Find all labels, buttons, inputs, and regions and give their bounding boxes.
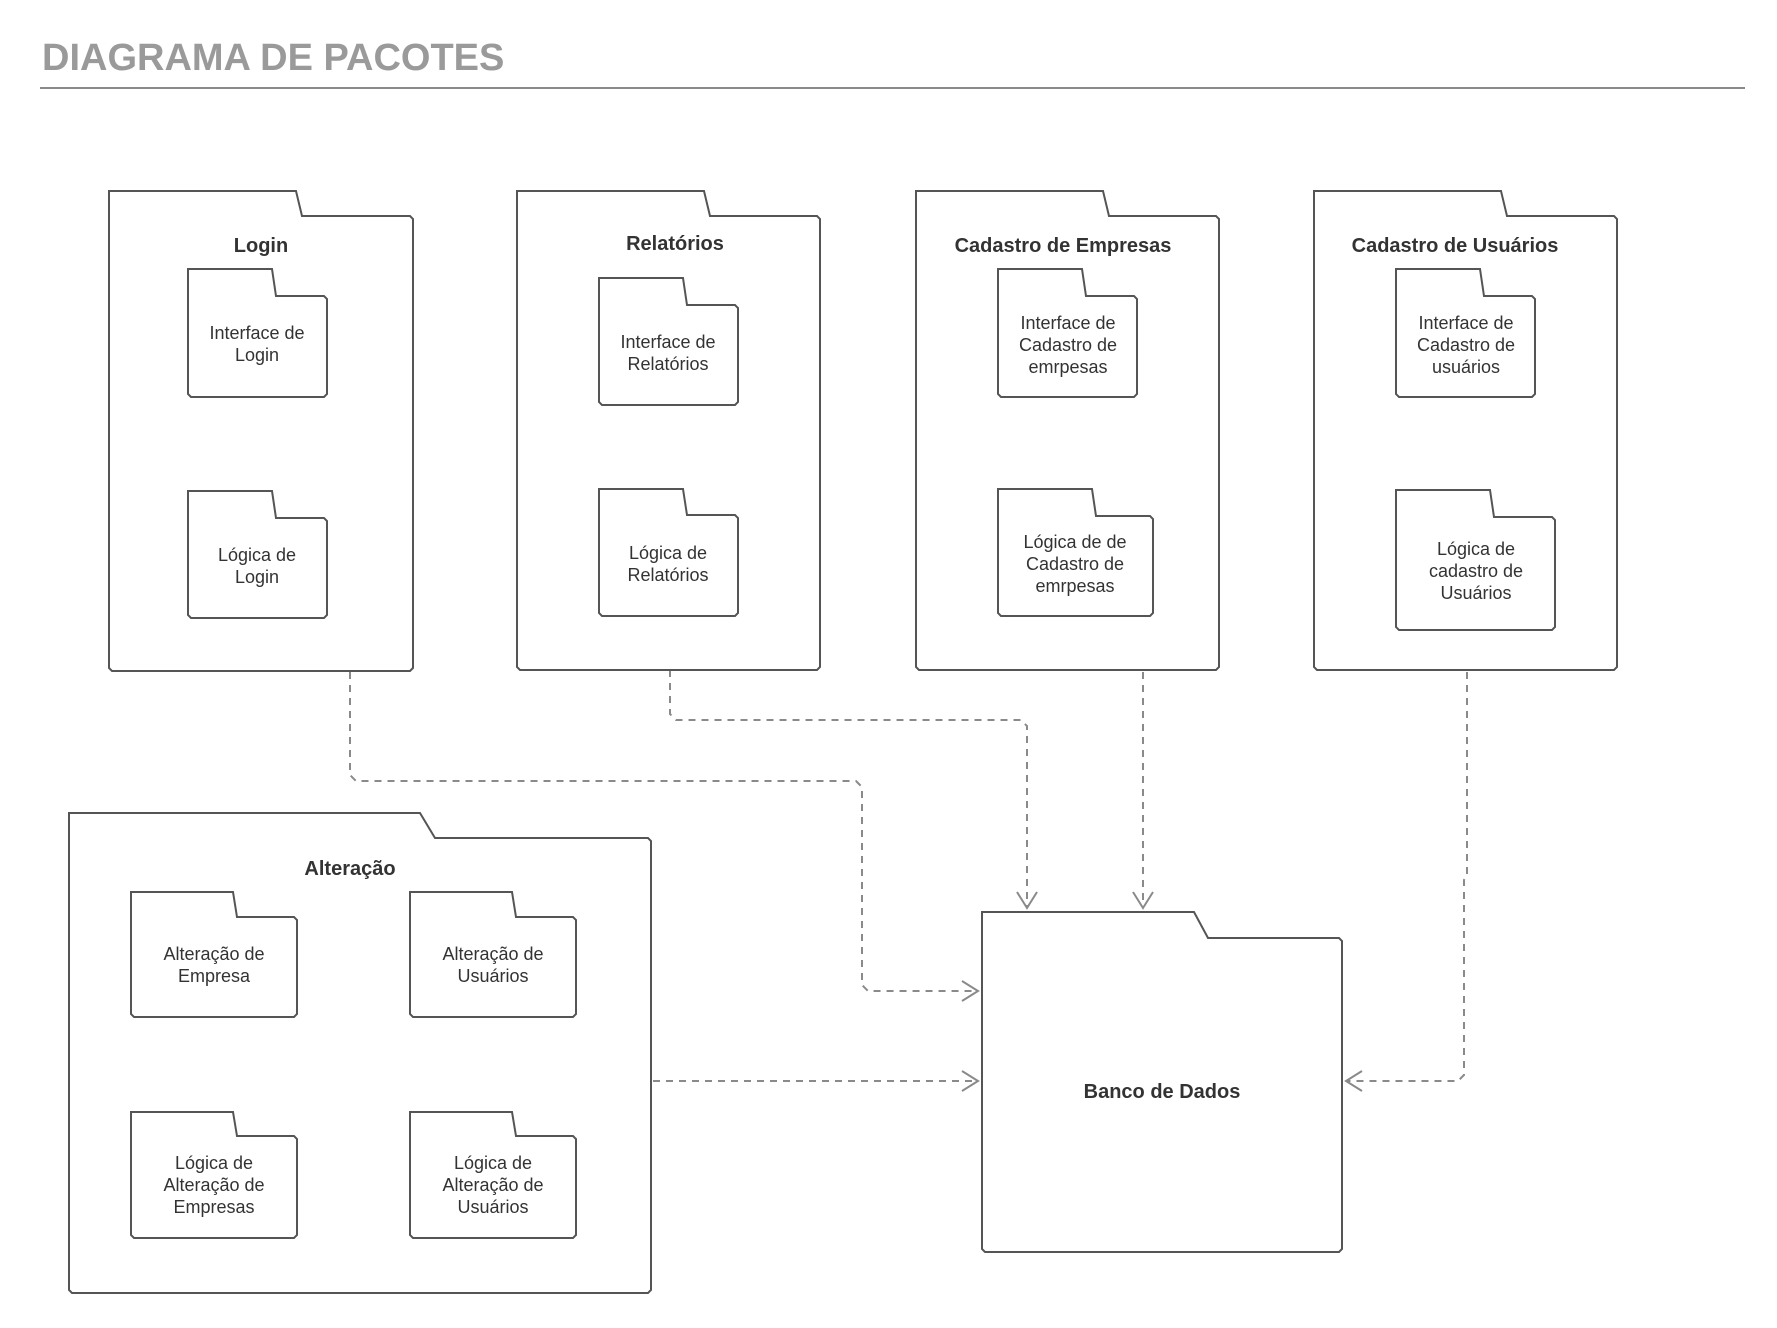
package-cadastro-empresas: Cadastro de Empresas Interface de Cadast… [915, 190, 1220, 671]
package-logica-empresas: Lógica de de Cadastro de emrpesas [997, 488, 1154, 617]
package-label: Lógica de [1437, 539, 1515, 559]
dep-arrowhead [961, 980, 980, 1002]
package-title: Cadastro de Empresas [955, 235, 1172, 257]
package-label: Alteração de [163, 1175, 264, 1195]
package-logica-alteracao-empresas: Lógica de Alteração de Empresas [130, 1111, 298, 1239]
package-shape [598, 488, 739, 617]
dep-arrowhead [961, 1070, 980, 1092]
package-interface-login: Interface de Login [187, 268, 328, 398]
package-shape [1395, 489, 1556, 631]
package-label: Lógica de [454, 1153, 532, 1173]
package-label: Interface de [1020, 313, 1115, 333]
package-label: Cadastro de [1026, 554, 1124, 574]
dep-login-banco [349, 672, 976, 992]
package-title: Alteração [304, 858, 395, 880]
package-label: Alteração de [442, 944, 543, 964]
package-shape [997, 268, 1138, 398]
package-shape [516, 190, 821, 671]
package-title: Banco de Dados [1084, 1081, 1241, 1103]
package-banco-de-dados: Banco de Dados [981, 911, 1343, 1253]
package-label: Alteração de [442, 1175, 543, 1195]
package-label: Lógica de de [1023, 532, 1126, 552]
package-shape [981, 911, 1343, 1253]
package-label: Lógica de [629, 543, 707, 563]
package-alteracao-usuarios: Alteração de Usuários [409, 891, 577, 1018]
package-logica-alteracao-usuarios: Lógica de Alteração de Usuários [409, 1111, 577, 1239]
package-cadastro-usuarios: Cadastro de Usuários Interface de Cadast… [1313, 190, 1618, 671]
package-shape [187, 268, 328, 398]
package-shape [187, 490, 328, 619]
package-label: Login [235, 567, 279, 587]
dep-arrowhead [1132, 891, 1154, 910]
package-relatorios: Relatórios Interface de Relatórios Lógic… [516, 190, 821, 671]
package-label: Lógica de [175, 1153, 253, 1173]
package-label: usuários [1432, 357, 1500, 377]
package-label: Relatórios [627, 565, 708, 585]
package-label: Usuários [457, 966, 528, 986]
package-logica-login: Lógica de Login [187, 490, 328, 619]
package-label: Interface de [209, 323, 304, 343]
package-shape [130, 1111, 298, 1239]
package-label: Lógica de [218, 545, 296, 565]
package-alteracao: Alteração Alteração de Empresa Alteração… [68, 812, 652, 1294]
package-label: emrpesas [1028, 357, 1107, 377]
package-shape [598, 277, 739, 406]
package-label: Cadastro de [1019, 335, 1117, 355]
package-logica-relatorios: Lógica de Relatórios [598, 488, 739, 617]
package-shape [108, 190, 414, 672]
package-shape [409, 1111, 577, 1239]
package-shape [130, 891, 298, 1018]
dep-arrowhead [1344, 1070, 1363, 1092]
package-interface-relatorios: Interface de Relatórios [598, 277, 739, 406]
package-shape [1395, 268, 1536, 398]
package-label: Empresa [178, 966, 251, 986]
package-label: Usuários [1440, 583, 1511, 603]
package-label: Usuários [457, 1197, 528, 1217]
package-label: Interface de [620, 332, 715, 352]
package-title: Login [234, 235, 288, 257]
dep-arrowhead [1016, 891, 1038, 910]
package-label: emrpesas [1035, 576, 1114, 596]
package-label: Relatórios [627, 354, 708, 374]
package-logica-usuarios: Lógica de cadastro de Usuários [1395, 489, 1556, 631]
package-title: Cadastro de Usuários [1352, 235, 1559, 257]
page-title: DIAGRAMA DE PACOTES [42, 37, 504, 79]
package-label: cadastro de [1429, 561, 1523, 581]
package-title: Relatórios [626, 233, 724, 255]
package-label: Login [235, 345, 279, 365]
package-interface-empresas: Interface de Cadastro de emrpesas [997, 268, 1138, 398]
package-label: Interface de [1418, 313, 1513, 333]
package-label: Cadastro de [1417, 335, 1515, 355]
package-interface-usuarios: Interface de Cadastro de usuários [1395, 268, 1536, 398]
package-shape [409, 891, 577, 1018]
package-login: Login Interface de Login Lógica de Login [108, 190, 414, 672]
package-shape [997, 488, 1154, 617]
package-label: Empresas [173, 1197, 254, 1217]
dep-usuarios-banco [1348, 672, 1468, 1082]
package-alteracao-empresa: Alteração de Empresa [130, 891, 298, 1018]
dep-relatorios-banco [669, 670, 1028, 906]
package-label: Alteração de [163, 944, 264, 964]
